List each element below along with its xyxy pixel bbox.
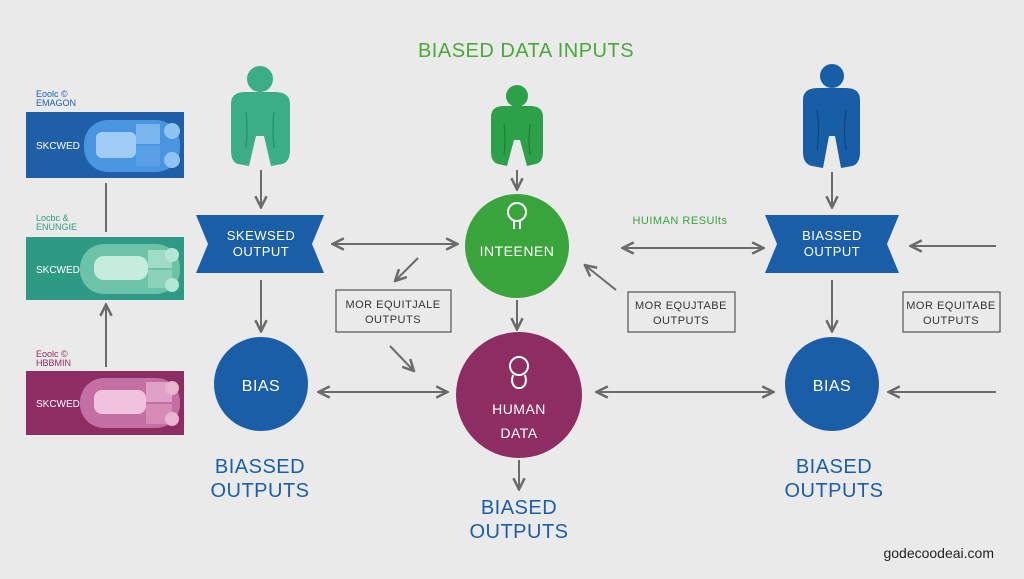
human-data-line1: HUMAN [492,401,546,417]
person-icon-left [231,66,290,166]
equitable-mid-line1: MOR EQUJTABE [635,300,727,312]
biased-output-line1: BIASSED [802,228,862,243]
equitable-mid-line2: OUTPUTS [653,315,709,327]
arrows [261,170,996,488]
panel-2-label: SKCWED [36,265,80,276]
biased-outputs-center-line1: BIASED [481,497,557,519]
bias-right-label: BIAS [813,378,851,395]
equitable-box-right: MOR EQUITABE OUTPUTS [902,291,1001,333]
panel-3-caption-line2: HBBMIN [36,358,71,368]
biased-outputs-left-line1: BIASSED [215,456,305,478]
left-panel-1: Eoolc © EMAGON SKCWED [26,89,184,178]
skewed-output-line2: OUTPUT [233,244,289,259]
bias-node-right: BIAS [785,337,879,431]
human-data-icon [509,356,529,376]
skewed-output-line1: SKEWSED [227,228,296,243]
panel-3-label: SKCWED [36,399,80,410]
left-panel-3: Eoolc © HBBMIN SKCWED [26,349,184,435]
biased-outputs-center-line2: OUTPUTS [469,521,568,543]
person-icon-right [803,64,860,168]
panel-2-caption-line2: ENUNGIE [36,222,77,232]
left-panel-2: Locbc & ENUNGIE SKCWED [26,213,184,300]
center-node-label: INTEENEN [480,243,555,259]
equitable-box-mid: MOR EQUJTABE OUTPUTS [627,291,736,333]
human-results-label: HUIMAN RESUlts [632,215,727,227]
biased-output-line2: OUTPUT [804,244,860,259]
center-node-icon [507,202,527,222]
panel-2-caption-line1: Locbc & [36,213,69,223]
human-data-line2: DATA [500,425,537,441]
footer-site-credit: godecoodeai.com [883,545,994,561]
biased-output-banner: BIASSED OUTPUT [765,215,899,273]
center-node: INTEENEN [465,194,569,298]
human-data-node: HUMAN DATA [456,332,582,458]
panel-1-caption-line1: Eoolc © [36,89,68,99]
biased-outputs-right-line1: BIASED [796,456,872,478]
skewed-output-banner: SKEWSED OUTPUT [196,215,324,273]
panel-1-label: SKCWED [36,141,80,152]
equitable-left-line2: OUTPUTS [365,314,421,326]
equitable-box-left: MOR EQUITJALE OUTPUTS [335,289,452,333]
equitable-right-line2: OUTPUTS [923,315,979,327]
equitable-left-line1: MOR EQUITJALE [345,299,440,311]
biased-outputs-left-line2: OUTPUTS [210,480,309,502]
bias-node-left: BIAS [214,337,308,431]
biased-outputs-right-line2: OUTPUTS [784,480,883,502]
panel-3-caption-line1: Eoolc © [36,349,68,359]
equitable-right-line1: MOR EQUITABE [906,300,996,312]
panel-1-caption-line2: EMAGON [36,98,76,108]
bias-left-label: BIAS [242,378,280,395]
diagram-title: BIASED DATA INPUTS [418,40,634,62]
person-icon-center [491,85,543,166]
